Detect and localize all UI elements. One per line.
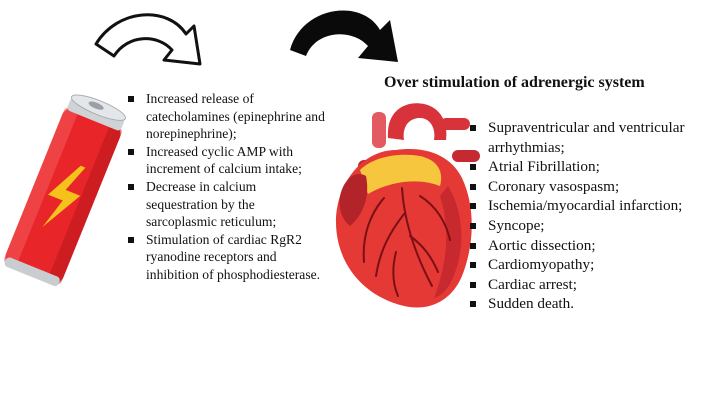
effects-heading: Over stimulation of adrenergic system bbox=[384, 74, 645, 91]
mechanism-item: Increased release of catecholamines (epi… bbox=[128, 90, 328, 143]
effect-item: Coronary vasospasm; bbox=[470, 177, 718, 197]
effect-item: Sudden death. bbox=[470, 294, 718, 314]
effect-item: Aortic dissection; bbox=[470, 236, 718, 256]
effect-item: Ischemia/myocardial infarction; bbox=[470, 196, 718, 216]
effect-item: Supraventricular and ventricular arrhyth… bbox=[470, 118, 718, 157]
effect-item: Syncope; bbox=[470, 216, 718, 236]
mechanism-item: Stimulation of cardiac RgR2 ryanodine re… bbox=[128, 231, 328, 284]
effect-list: Supraventricular and ventricular arrhyth… bbox=[470, 118, 718, 314]
effect-item: Cardiac arrest; bbox=[470, 275, 718, 295]
effect-item: Cardiomyopathy; bbox=[470, 255, 718, 275]
mechanism-item: Increased cyclic AMP with increment of c… bbox=[128, 143, 328, 178]
effect-item: Atrial Fibrillation; bbox=[470, 157, 718, 177]
mechanism-list: Increased release of catecholamines (epi… bbox=[128, 90, 328, 284]
mechanism-item: Decrease in calcium sequestration by the… bbox=[128, 178, 328, 231]
